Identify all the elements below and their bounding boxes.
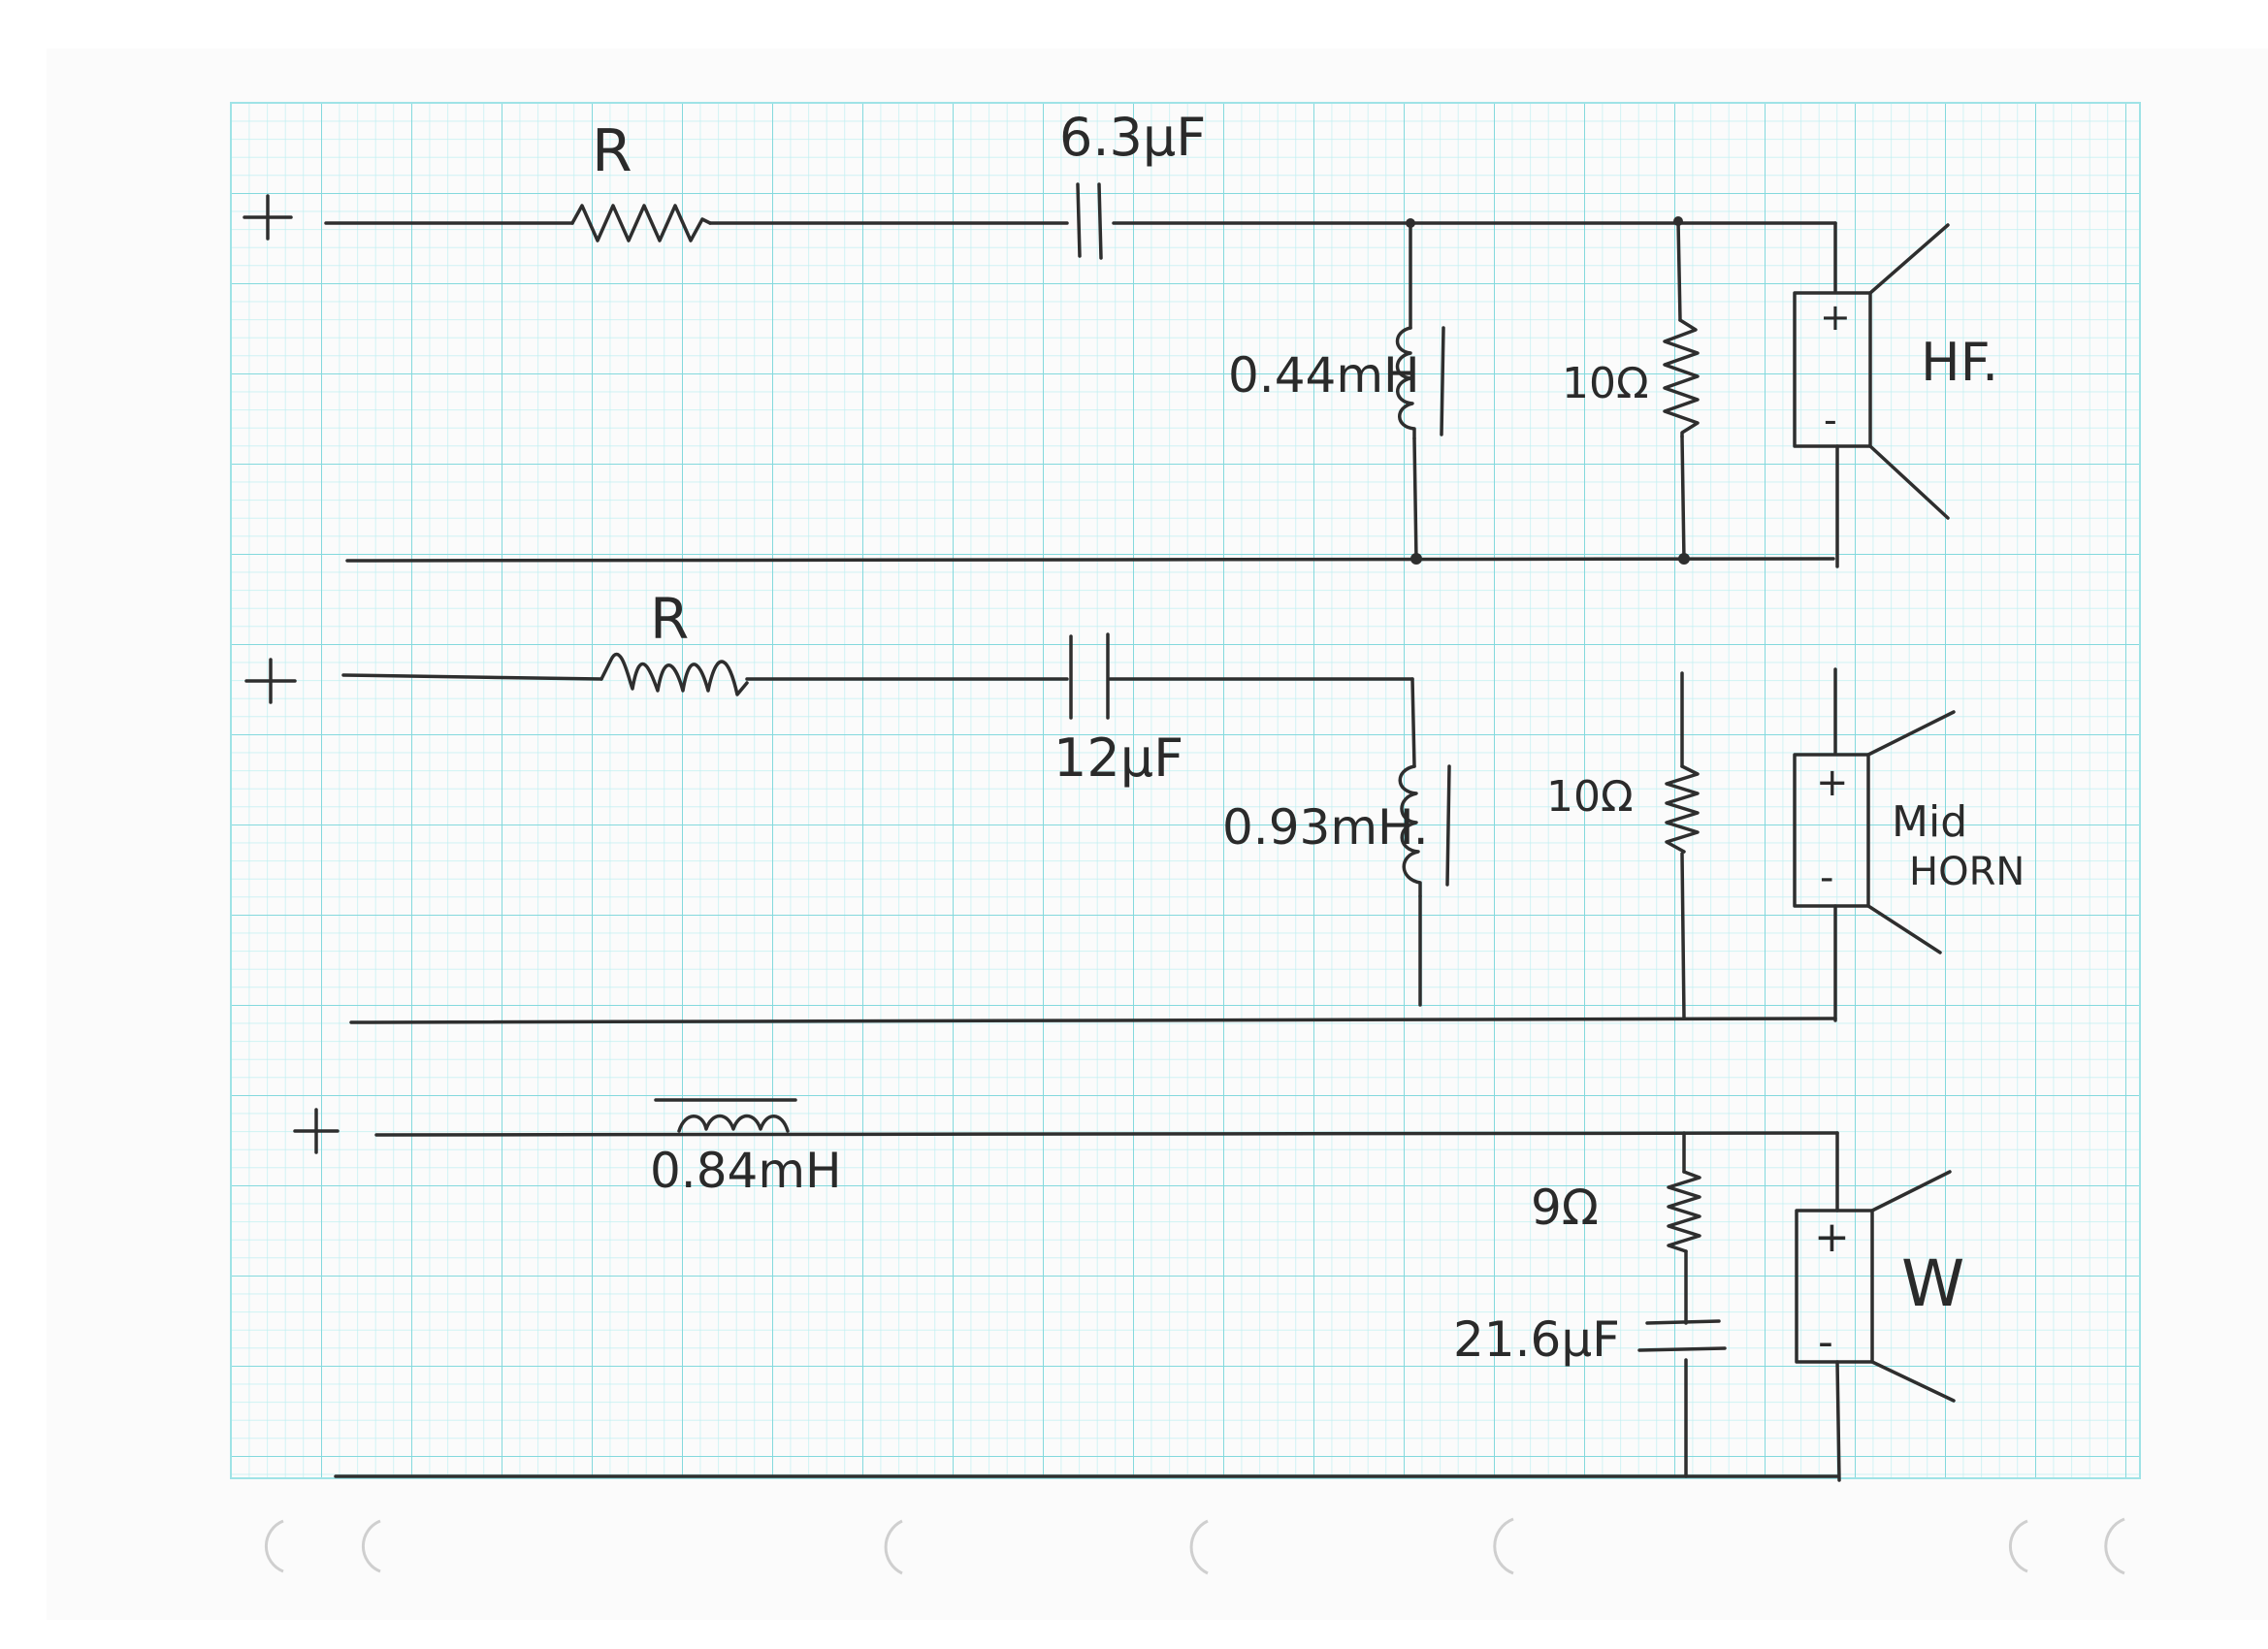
- hf-return-wire: [345, 557, 1835, 563]
- hf-driver-wire: [1833, 221, 1839, 568]
- hf-driver-box: [1793, 291, 1872, 448]
- woofer-driver-wire: [1835, 1131, 1841, 1482]
- hf-driver-minus-label: -: [1824, 399, 1837, 441]
- mid-shunt-resistor-label: 10Ω: [1546, 772, 1634, 822]
- punch-hole: [2104, 1517, 2125, 1575]
- mid-driver-box: [1793, 753, 1870, 908]
- woofer-shunt-wire: [1682, 1131, 1688, 1478]
- woofer-top-wire: [374, 1131, 1839, 1137]
- woofer-branch: 0.84mH 9Ω 21.6μF + - W: [293, 1098, 1964, 1482]
- punch-hole: [2008, 1519, 2028, 1573]
- hf-shunt-inductor-label: 0.44mH: [1228, 347, 1420, 404]
- punch-hole: [1493, 1517, 1514, 1575]
- woofer-series-inductor: [654, 1098, 797, 1133]
- hf-series-capacitor: [1076, 182, 1103, 260]
- hf-plus-terminal-mark: [243, 194, 293, 241]
- hf-horn-flare: [1868, 223, 1950, 520]
- binder-punch-holes: [264, 1517, 2125, 1575]
- woofer-driver-box: [1795, 1209, 1874, 1364]
- woofer-shunt-resistor: [1667, 1170, 1701, 1253]
- punch-hole: [1189, 1519, 1209, 1575]
- hf-series-resistor-label: R: [592, 117, 632, 185]
- mid-shunt-resistor-wire: [1680, 671, 1686, 1020]
- hf-shunt-resistor-label: 10Ω: [1562, 359, 1649, 408]
- mid-plus-terminal-mark: [244, 658, 297, 704]
- woofer-shunt-resistor-label: 9Ω: [1531, 1180, 1599, 1236]
- hf-shunt-resistor: [1663, 318, 1700, 438]
- punch-hole: [361, 1519, 381, 1573]
- woofer-series-inductor-label: 0.84mH: [650, 1143, 842, 1199]
- mid-return-wire: [349, 1017, 1837, 1024]
- mid-series-resistor: [599, 652, 749, 696]
- hf-series-resistor: [570, 204, 712, 242]
- hf-junction-dot: [1678, 553, 1690, 565]
- hf-branch: R 6.3μF 0.44mH 10Ω + - HF.: [243, 107, 1998, 568]
- mid-shunt-inductor-wire: [1410, 677, 1422, 1007]
- hf-junction-dot: [1673, 216, 1683, 226]
- mid-shunt-inductor: [1398, 764, 1451, 898]
- woofer-driver-plus-label: +: [1814, 1212, 1850, 1262]
- mid-driver-minus-label: -: [1820, 856, 1833, 900]
- graph-paper-grid: [230, 102, 2141, 1479]
- hf-junction-dot: [1410, 553, 1422, 565]
- punch-hole: [884, 1519, 903, 1575]
- mid-horn-flare: [1866, 710, 1956, 954]
- hf-driver-plus-label: +: [1820, 296, 1851, 339]
- hf-driver-label: HF.: [1921, 332, 1998, 393]
- mid-shunt-resistor: [1665, 764, 1700, 854]
- woofer-plus-terminal-mark: [293, 1108, 340, 1154]
- hf-shunt-resistor-wire: [1676, 219, 1686, 563]
- hf-shunt-inductor-wire: [1409, 221, 1418, 563]
- mid-driver-label-line1: Mid: [1892, 797, 1967, 847]
- woofer-driver-label: W: [1901, 1246, 1964, 1321]
- woofer-cone-flare: [1870, 1170, 1956, 1403]
- mid-series-resistor-label: R: [650, 586, 689, 652]
- mid-series-capacitor-label: 12μF: [1053, 728, 1183, 789]
- mid-branch: R 12μF 0.93mH. 10Ω + - Mid HORN: [244, 586, 2025, 1024]
- hf-junction-dot: [1406, 218, 1415, 228]
- hf-shunt-inductor: [1395, 326, 1445, 440]
- mid-series-capacitor: [1069, 632, 1110, 720]
- woofer-shunt-capacitor-label: 21.6μF: [1453, 1311, 1620, 1368]
- hf-series-capacitor-label: 6.3μF: [1059, 107, 1206, 168]
- mid-driver-label-line2: HORN: [1909, 850, 2025, 894]
- punch-hole: [264, 1519, 284, 1573]
- mid-shunt-inductor-label: 0.93mH.: [1222, 799, 1429, 856]
- mid-top-wire: [341, 673, 1414, 681]
- woofer-shunt-capacitor: [1637, 1319, 1727, 1352]
- woofer-driver-minus-label: -: [1818, 1317, 1833, 1367]
- mid-driver-plus-label: +: [1816, 760, 1849, 805]
